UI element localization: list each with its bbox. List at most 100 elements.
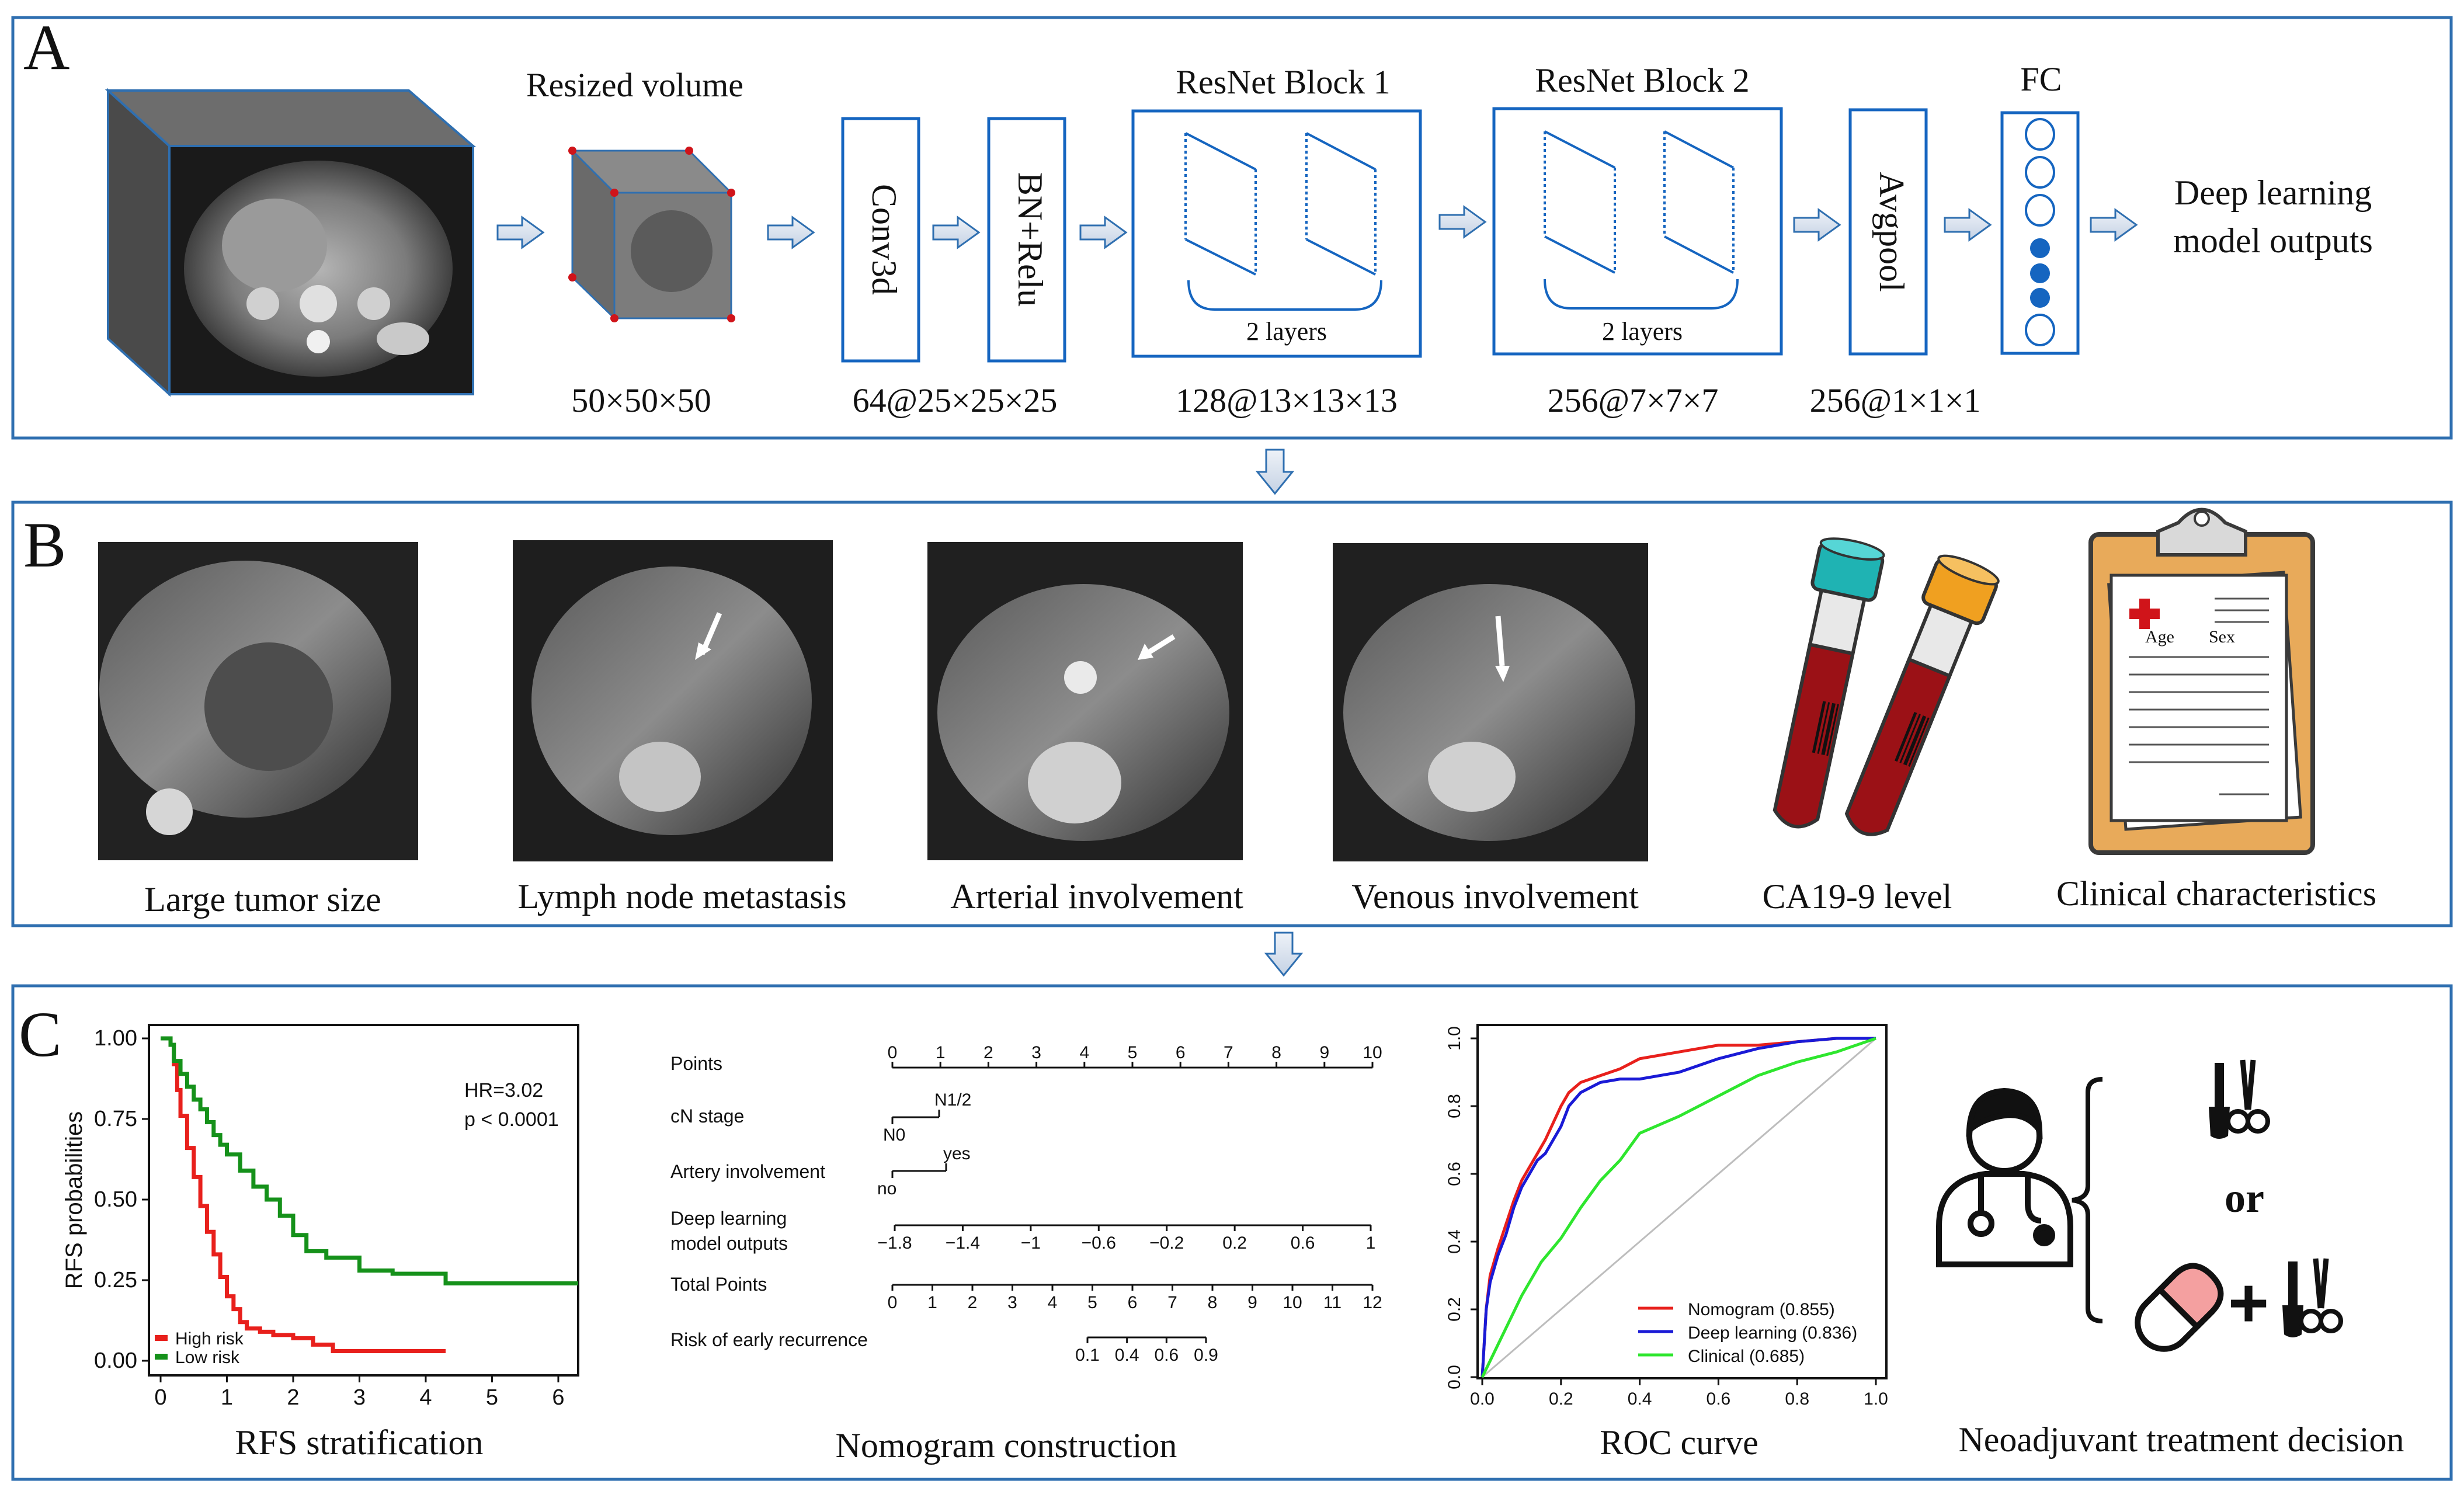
km-xtick-label: 5 — [486, 1385, 498, 1410]
nomogram-dl-tick-label: −0.6 — [1082, 1233, 1116, 1253]
nomogram-artery-no: no — [877, 1179, 896, 1198]
surgery-tools-icon-2 — [2282, 1258, 2343, 1337]
roc-curves — [1481, 1037, 1876, 1378]
panel-b-letter: B — [23, 509, 66, 581]
caption-nomogram: Nomogram construction — [836, 1426, 1177, 1465]
fc-box — [2000, 111, 2080, 355]
output-label-line1: Deep learning — [2174, 173, 2372, 212]
nomogram-row-total: Total Points — [670, 1274, 767, 1295]
roc-xtick-label: 1.0 — [1864, 1389, 1888, 1409]
km-ytick-label: 0.00 — [94, 1348, 137, 1373]
roc-xtick-label: 0.4 — [1628, 1389, 1652, 1409]
resnet-block2-layers-label: 2 layers — [1602, 317, 1683, 346]
flow-arrow-5 — [1438, 205, 1487, 239]
nomogram-points-tick-label: 7 — [1224, 1043, 1233, 1062]
flow-arrow-3 — [932, 216, 981, 249]
caption-ca19-9: CA19-9 level — [1763, 877, 1952, 916]
nomogram-dl-tick-label: −1 — [1021, 1233, 1041, 1253]
roc-ytick-label: 0.4 — [1445, 1229, 1464, 1254]
nomogram-total-tick-label: 1 — [927, 1293, 937, 1312]
decision-or: or — [2225, 1174, 2264, 1221]
nomogram-risk-tick-label: 0.4 — [1115, 1346, 1139, 1365]
ct-volume-cube — [105, 88, 477, 397]
bn-relu-label: BN+Relu — [1011, 172, 1049, 307]
dim-block1: 128@13×13×13 — [1176, 381, 1398, 419]
roc-ytick-label: 0.2 — [1445, 1297, 1464, 1322]
dim-input: 50×50×50 — [571, 381, 711, 419]
caption-clinical: Clinical characteristics — [2056, 874, 2376, 913]
nomogram-points-tick-label: 2 — [983, 1043, 993, 1062]
nomogram-total-tick-label: 11 — [1323, 1293, 1342, 1312]
nomogram-total-tick-label: 12 — [1363, 1293, 1382, 1312]
nomogram-points-tick-label: 3 — [1031, 1043, 1041, 1062]
ct-image-arterial — [927, 542, 1243, 860]
output-label-line2: model outputs — [2173, 221, 2373, 260]
nomogram-dl-tick-label: −1.4 — [946, 1233, 980, 1253]
caption-tumor-size: Large tumor size — [144, 880, 381, 919]
km-ytick-label: 0.50 — [94, 1187, 137, 1212]
nomogram-points-tick-label: 1 — [936, 1043, 946, 1062]
nomogram-row-points: Points — [670, 1053, 722, 1074]
ct-image-lymph-node — [513, 540, 833, 861]
km-legend-high: High risk — [175, 1329, 244, 1348]
roc-legend-clinical: Clinical (0.685) — [1688, 1347, 1805, 1366]
roc-xtick-label: 0.0 — [1470, 1389, 1495, 1409]
surgery-tools-icon — [2209, 1059, 2270, 1139]
roc-legend-nomogram: Nomogram (0.855) — [1688, 1300, 1835, 1319]
km-xtick-label: 6 — [552, 1385, 564, 1410]
blood-tube-icon — [1773, 537, 2000, 836]
clipboard-age-label: Age — [2145, 627, 2174, 647]
panel-c-letter: C — [19, 999, 61, 1070]
nomogram-total-tick-label: 10 — [1283, 1293, 1302, 1312]
panel-c-frame — [11, 984, 2453, 1481]
km-curve-high-risk — [161, 1036, 446, 1353]
resnet-block1-layers — [1184, 132, 1382, 311]
resnet-block1-layers-label: 2 layers — [1246, 317, 1327, 346]
nomogram-total-tick-label: 4 — [1048, 1293, 1058, 1312]
nomogram-points-tick-label: 10 — [1363, 1043, 1382, 1062]
panel-b-frame — [11, 501, 2453, 927]
resnet-block2-layers — [1544, 130, 1739, 310]
roc-curve-clinical — [1481, 1037, 1876, 1378]
km-xtick-label: 4 — [419, 1385, 432, 1410]
roc-ytick-label: 0.0 — [1445, 1365, 1464, 1389]
caption-venous: Venous involvement — [1351, 877, 1639, 916]
fc-title: FC — [2021, 60, 2062, 98]
caption-decision: Neoadjuvant treatment decision — [1958, 1420, 2404, 1459]
flow-arrow-7 — [1944, 208, 1992, 242]
decision-brace — [2072, 1077, 2103, 1323]
nomogram-total-tick-label: 5 — [1087, 1293, 1097, 1312]
caption-roc: ROC curve — [1600, 1423, 1758, 1462]
resnet-block2-title: ResNet Block 2 — [1535, 61, 1749, 99]
km-legend-low: Low risk — [175, 1348, 240, 1367]
nomogram: Points cN stage Artery involvement Deep … — [670, 1043, 1382, 1365]
nomogram-risk-tick-label: 0.1 — [1075, 1346, 1100, 1365]
roc-ytick-label: 0.8 — [1445, 1094, 1464, 1118]
nomogram-risk-tick-label: 0.9 — [1194, 1346, 1218, 1365]
nomogram-points-tick-label: 0 — [888, 1043, 898, 1062]
resnet-block2-box — [1492, 107, 1783, 356]
km-plot-frame — [148, 1024, 579, 1377]
nomogram-total-tick-label: 9 — [1247, 1293, 1257, 1312]
nomogram-row-cn: cN stage — [670, 1106, 744, 1127]
flow-arrow-1 — [496, 216, 545, 249]
nomogram-points-tick-label: 9 — [1319, 1043, 1329, 1062]
roc-ytick-label: 1.0 — [1445, 1026, 1464, 1051]
panel-a-frame — [11, 16, 2453, 440]
km-legend-high-swatch — [155, 1335, 168, 1341]
down-arrow-ab — [1255, 449, 1295, 495]
nomogram-artery-yes: yes — [943, 1144, 971, 1163]
clipboard-sex-label: Sex — [2209, 627, 2235, 647]
down-arrow-bc — [1264, 932, 1304, 977]
km-legend-low-swatch — [155, 1354, 168, 1360]
dim-block2: 256@7×7×7 — [1548, 381, 1719, 419]
flow-arrow-6 — [1793, 208, 1841, 242]
nomogram-total-tick-label: 7 — [1167, 1293, 1177, 1312]
nomogram-row-risk: Risk of early recurrence — [670, 1329, 868, 1350]
pill-icon — [2135, 1263, 2224, 1352]
